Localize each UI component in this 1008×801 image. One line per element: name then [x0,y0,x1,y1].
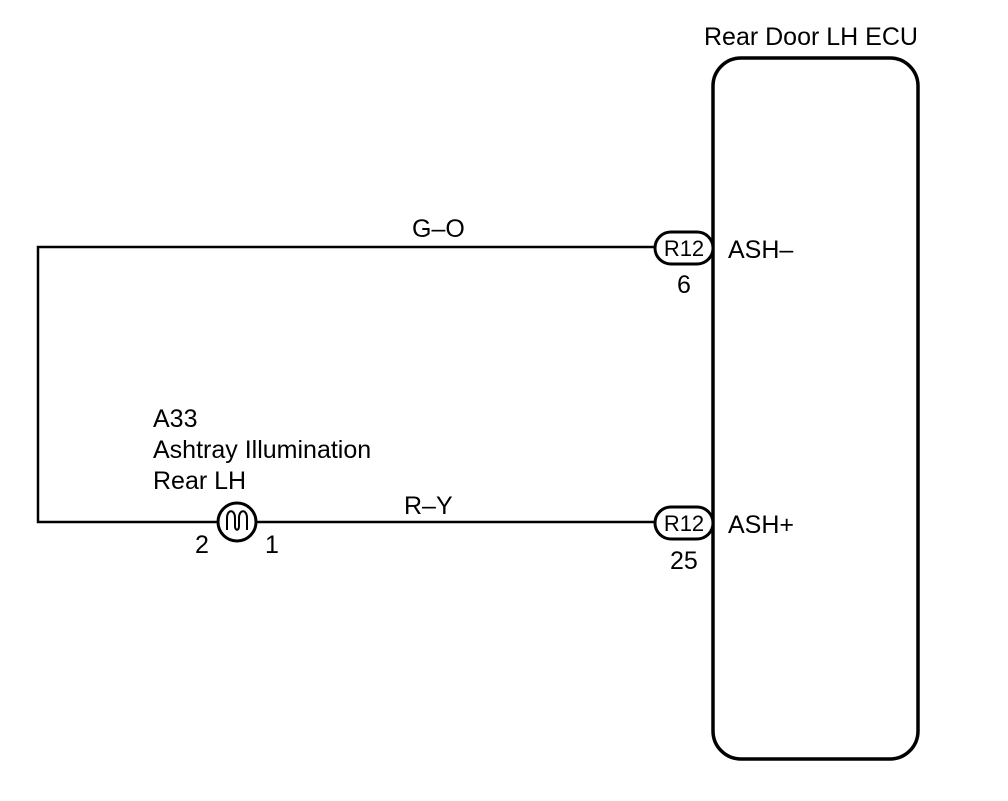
bulb-pin-right: 1 [265,531,279,559]
ecu-box [711,56,920,761]
ecu-title: Rear Door LH ECU [704,23,918,51]
ecu-pin-ash-minus: ASH– [728,236,794,264]
connector-r12-lower: R12 [653,505,715,541]
ecu-pin-ash-plus: ASH+ [728,511,795,539]
wire-label-lower: R–Y [404,492,453,520]
bulb-icon [216,501,258,543]
component-name-line2: Rear LH [153,467,247,495]
component-name-line1: Ashtray Illumination [153,436,372,464]
component-code: A33 [153,405,198,433]
connector-r12-upper: R12 [653,230,715,266]
bulb-pin-left: 2 [195,531,209,559]
wire-g-o [36,245,655,524]
connector-id-lower: R12 [664,511,704,536]
connector-id-upper: R12 [664,236,704,261]
wire-label-upper: G–O [412,215,465,243]
pin-number-lower: 25 [670,547,698,575]
pin-number-upper: 6 [677,271,691,299]
